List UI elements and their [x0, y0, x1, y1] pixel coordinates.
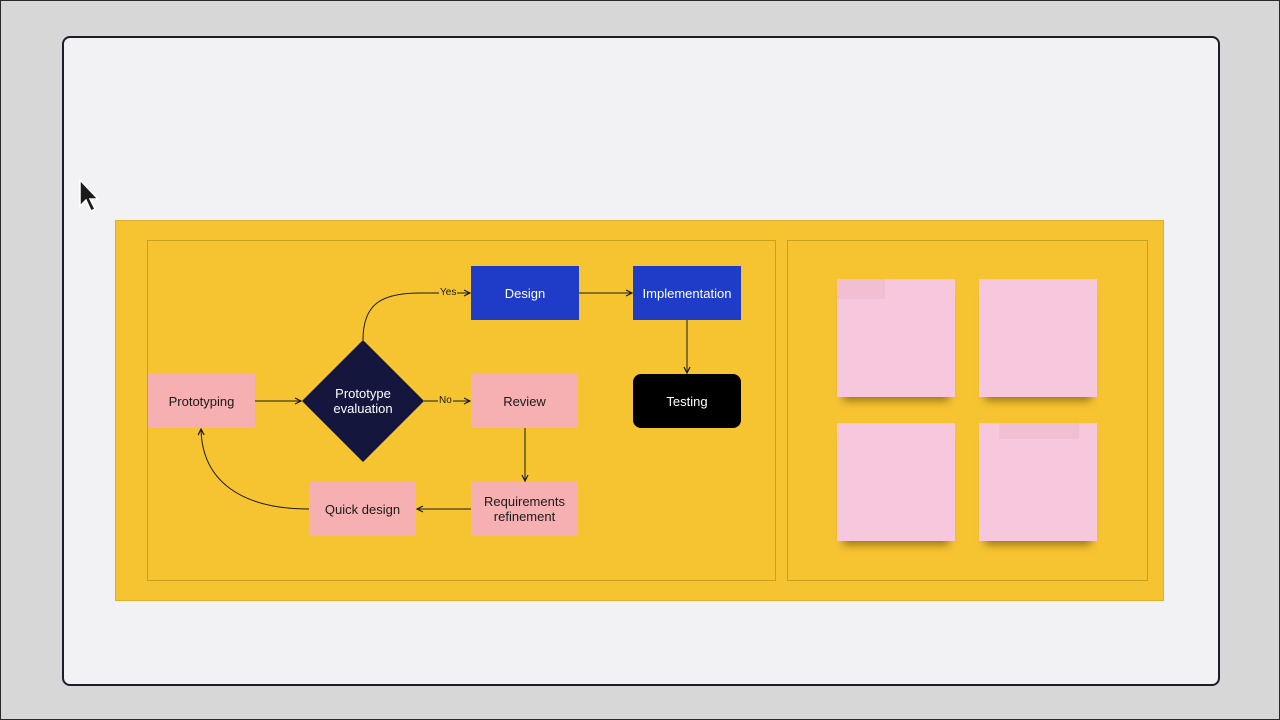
sticky-note[interactable] [837, 423, 955, 541]
node-prototyping-label: Prototyping [168, 393, 235, 409]
node-implementation[interactable]: Implementation [633, 266, 741, 320]
node-prototype-evaluation-diamond[interactable] [302, 340, 424, 462]
node-quick-design-label: Quick design [324, 501, 401, 517]
edge-label-yes: Yes [439, 287, 458, 299]
node-review-label: Review [503, 393, 546, 409]
node-review[interactable]: Review [471, 374, 578, 428]
node-design[interactable]: Design [471, 266, 579, 320]
mouse-cursor-icon [79, 178, 100, 213]
node-requirements-refinement[interactable]: Requirements refinement [471, 482, 578, 536]
sticky-notes-section[interactable] [787, 240, 1148, 581]
node-quick-design[interactable]: Quick design [309, 482, 416, 536]
node-implementation-label: Implementation [642, 285, 732, 301]
node-testing-label: Testing [666, 393, 708, 409]
node-prototyping[interactable]: Prototyping [148, 374, 255, 428]
node-prototype-evaluation-label: Prototype evaluation [333, 386, 393, 416]
node-testing[interactable]: Testing [633, 374, 741, 428]
node-design-label: Design [504, 285, 546, 301]
sticky-note[interactable] [837, 279, 955, 397]
sticky-note[interactable] [979, 423, 1097, 541]
node-prototype-evaluation[interactable]: Prototype evaluation [302, 340, 424, 462]
sticky-note[interactable] [979, 279, 1097, 397]
node-requirements-refinement-label: Requirements refinement [484, 494, 565, 524]
edge-label-no: No [438, 395, 453, 407]
flowchart-section[interactable] [147, 240, 776, 581]
